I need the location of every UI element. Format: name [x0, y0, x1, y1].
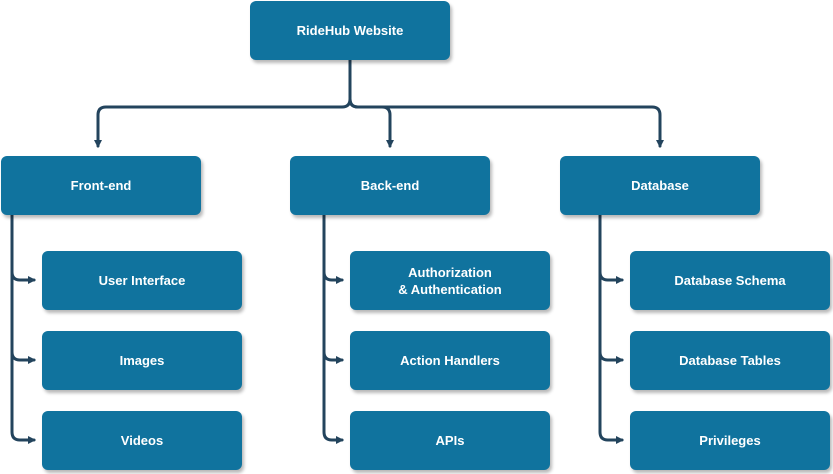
- leaf-node-authorization: Authorization & Authentication: [350, 251, 550, 310]
- leaf-node-videos: Videos: [42, 411, 242, 470]
- leaf-node-user-interface: User Interface: [42, 251, 242, 310]
- branch-node-backend: Back-end: [290, 156, 490, 215]
- connector-backend-apis: [322, 212, 344, 444]
- connector-root-backend: [348, 58, 394, 148]
- leaf-node-label: Authorization & Authentication: [398, 264, 502, 297]
- branch-node-label: Front-end: [70, 178, 132, 193]
- leaf-node-label: Database Schema: [674, 273, 786, 288]
- leaf-node-label: Videos: [120, 433, 164, 448]
- connector-root-frontend: [94, 58, 352, 148]
- leaf-node-database-schema: Database Schema: [630, 251, 830, 310]
- leaf-node-privileges: Privileges: [630, 411, 830, 470]
- leaf-node-label: Action Handlers: [400, 353, 500, 368]
- connector-database-tables: [598, 212, 624, 364]
- root-node-label: RideHub Website: [296, 23, 404, 38]
- leaf-node-action-handlers: Action Handlers: [350, 331, 550, 390]
- leaf-node-images: Images: [42, 331, 242, 390]
- branch-node-frontend: Front-end: [1, 156, 201, 215]
- leaf-node-label: APIs: [435, 433, 465, 448]
- connector-database-schema: [598, 212, 624, 284]
- connector-frontend-ui: [10, 212, 36, 284]
- leaf-node-label: Images: [119, 353, 165, 368]
- leaf-node-label: User Interface: [98, 273, 186, 288]
- connector-database-privileges: [598, 212, 624, 444]
- leaf-node-label: Privileges: [699, 433, 761, 448]
- connector-root-database: [348, 58, 664, 148]
- branch-node-label: Back-end: [360, 178, 420, 193]
- leaf-node-database-tables: Database Tables: [630, 331, 830, 390]
- root-node: RideHub Website: [250, 1, 450, 60]
- branch-node-label: Database: [631, 178, 689, 193]
- branch-node-database: Database: [560, 156, 760, 215]
- leaf-node-apis: APIs: [350, 411, 550, 470]
- connector-backend-action: [322, 212, 344, 364]
- connector-frontend-images: [10, 212, 36, 364]
- connector-backend-auth: [322, 212, 344, 284]
- connector-frontend-videos: [10, 212, 36, 444]
- leaf-node-label: Database Tables: [679, 353, 781, 368]
